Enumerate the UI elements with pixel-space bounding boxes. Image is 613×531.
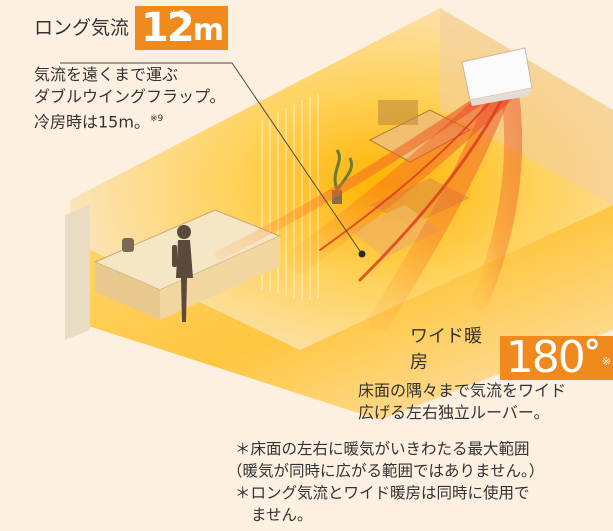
person-silhouette: [172, 225, 193, 322]
long-airflow-desc-line2: ダブルウイングフラップ。: [34, 87, 226, 106]
floor: [70, 205, 613, 420]
long-airflow-value: 12: [141, 5, 195, 51]
long-airflow-desc-line3-wrap: 冷房時は15m。※9: [34, 108, 228, 133]
leader-dot: [358, 250, 366, 258]
kitchen-counter-side: [160, 236, 280, 320]
tv: [378, 100, 418, 125]
wide-heating-value: 180: [505, 332, 586, 383]
kettle: [122, 238, 134, 252]
wide-heating-note-mark: ※: [601, 355, 611, 368]
footnote-line1: ＊床面の左右に暖気がいきわたる最大範囲: [235, 440, 530, 458]
long-airflow-heading: ロング気流 12 m ※8: [34, 6, 228, 50]
footnote-line3: ＊ロング気流とワイド暖房は同時に使用で: [235, 484, 530, 502]
wide-heating-description: 床面の隅々まで気流をワイド 広げる左右独立ルーバー。: [358, 380, 566, 424]
long-airflow-desc-note: ※9: [149, 114, 164, 124]
wide-heating-title: ワイド暖房: [410, 326, 482, 373]
wide-heating-callout: ワイド暖房 180 ° ※: [410, 322, 613, 380]
left-wall: [65, 205, 90, 340]
long-airflow-description: 気流を遠くまで運ぶ ダブルウイングフラップ。 冷房時は15m。※9: [34, 64, 228, 133]
long-airflow-note-mark: ※8: [169, 8, 186, 21]
long-airflow-desc-line3: 冷房時は15m。: [34, 112, 150, 132]
long-airflow-desc-line1: 気流を遠くまで運ぶ: [34, 65, 179, 84]
wide-heating-unit: °: [583, 333, 601, 373]
wide-heating-desc-line2: 広げる左右独立ルーバー。: [358, 403, 550, 422]
wide-heating-heading: ワイド暖房 180 ° ※: [410, 322, 613, 380]
long-airflow-callout: ロング気流 12 m ※8 気流を遠くまで運ぶ ダブルウイングフラップ。 冷房時…: [34, 6, 228, 133]
wide-heating-badge: 180 ° ※: [499, 332, 613, 383]
leader-line: [60, 62, 363, 255]
footnotes: ＊床面の左右に暖気がいきわたる最大範囲 （暖気が同時に広がる範囲ではありません。…: [227, 438, 544, 526]
wide-heating-desc-line1: 床面の隅々まで気流をワイド: [358, 381, 567, 400]
footnote-line4: ません。: [251, 506, 313, 524]
air-conditioner: [461, 47, 533, 106]
footnote-line2: （暖気が同時に広がる範囲ではありません。）: [227, 462, 545, 480]
long-airflow-title: ロング気流: [34, 17, 130, 39]
long-airflow-unit: m: [192, 13, 224, 48]
warm-airflow: [215, 75, 523, 331]
long-airflow-badge: 12 m ※8: [135, 6, 228, 50]
kitchen-counter-front: [95, 262, 160, 320]
plant-pot: [332, 190, 342, 204]
